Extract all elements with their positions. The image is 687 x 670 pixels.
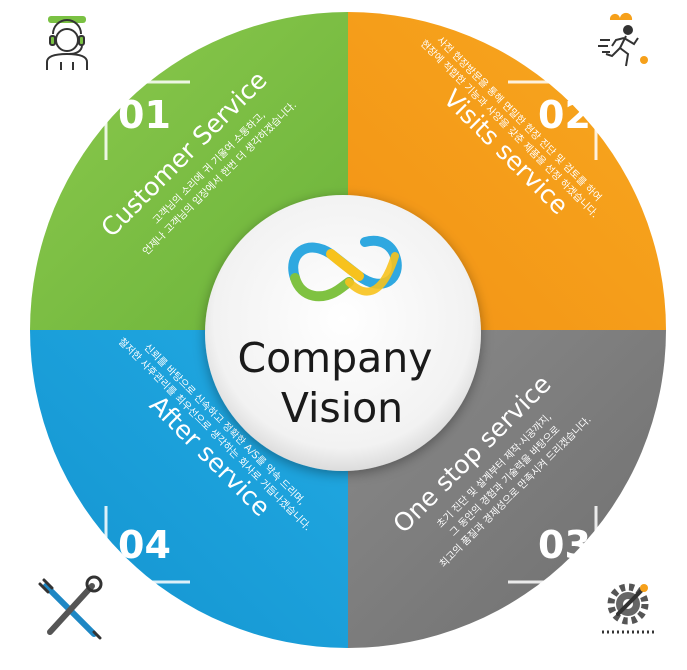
infinity-logo <box>288 235 402 302</box>
bracket-03 <box>508 506 598 584</box>
customer-support-headset-icon <box>46 16 88 70</box>
center-title-line2: Vision <box>281 384 403 432</box>
center-circle <box>205 195 481 471</box>
wrench-screwdriver-icon <box>38 575 103 640</box>
number-04: 04 <box>118 523 171 567</box>
center-title-line1: Company <box>237 334 432 382</box>
number-02: 02 <box>538 93 591 137</box>
number-01: 01 <box>118 93 171 137</box>
bracket-01 <box>104 80 190 160</box>
running-person-icon <box>598 12 648 67</box>
number-03: 03 <box>538 523 591 567</box>
gear-wrench-icon <box>602 583 654 634</box>
bracket-04 <box>104 506 190 584</box>
bracket-02 <box>508 80 598 160</box>
